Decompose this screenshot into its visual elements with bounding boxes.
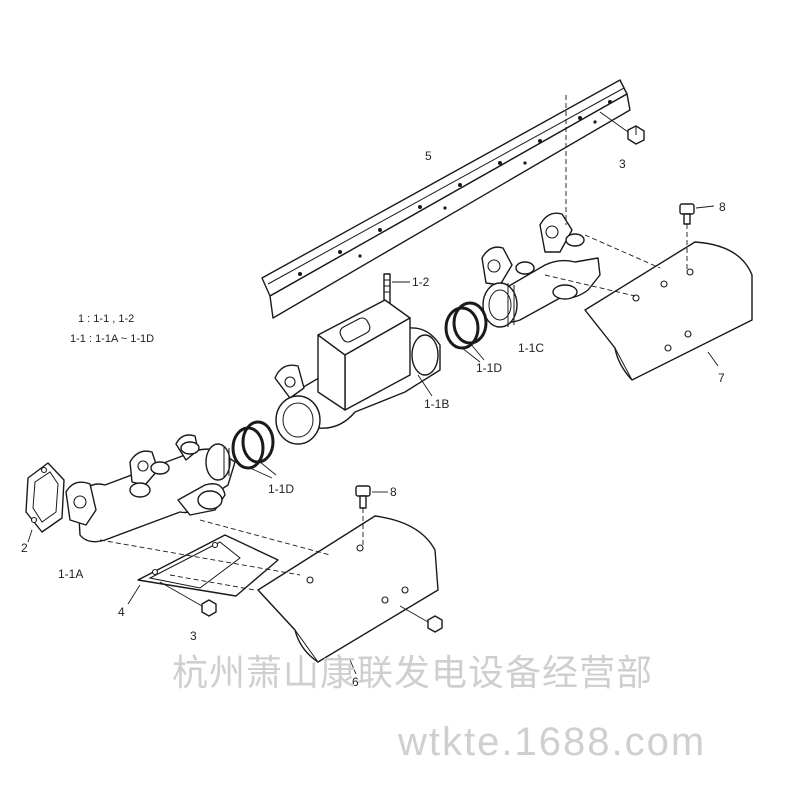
legend-line-1: 1 : 1-1 , 1-2 bbox=[78, 313, 134, 325]
gasket-part-2 bbox=[25, 462, 65, 543]
bolt-part-3-top bbox=[599, 111, 645, 145]
bolt-part-3-bottom bbox=[159, 581, 217, 617]
callout-part-1-1D-left: 1-1D bbox=[268, 482, 294, 496]
callout-part-3-bottom: 3 bbox=[190, 629, 197, 643]
callout-part-4: 4 bbox=[118, 605, 125, 619]
watermark-company: 杭州萧山康联发电设备经营部 bbox=[172, 653, 653, 694]
stud-part-1-2 bbox=[383, 273, 410, 307]
bolt-side-part-6 bbox=[399, 605, 443, 633]
bolt-part-8-top bbox=[679, 203, 715, 270]
bolt-part-8-bottom bbox=[355, 485, 388, 548]
callout-part-1-1D-right: 1-1D bbox=[476, 361, 502, 375]
callout-part-1-1A: 1-1A bbox=[58, 567, 83, 581]
seal-rings-part-1-1D-left bbox=[231, 420, 277, 479]
seal-rings-part-1-1D-right bbox=[444, 301, 488, 363]
manifold-section-part-1-1C bbox=[481, 212, 601, 328]
callout-part-8-bottom: 8 bbox=[390, 485, 397, 499]
alignment-lines bbox=[99, 95, 661, 591]
callout-part-6: 6 bbox=[352, 675, 359, 689]
legend-line-2: 1-1 : 1-1A ~ 1-1D bbox=[70, 333, 154, 345]
callout-part-8-top: 8 bbox=[719, 200, 726, 214]
heat-shield-strip-part-5 bbox=[261, 79, 631, 319]
bracket-plate-part-4 bbox=[127, 534, 279, 605]
callout-part-5: 5 bbox=[425, 149, 432, 163]
manifold-section-part-1-1A bbox=[65, 434, 236, 543]
callout-part-1-2: 1-2 bbox=[412, 275, 430, 289]
manifold-section-part-1-1B bbox=[274, 299, 441, 445]
callout-part-1-1C: 1-1C bbox=[518, 341, 544, 355]
callout-part-7: 7 bbox=[718, 371, 725, 385]
heat-shield-part-7 bbox=[584, 241, 753, 381]
callout-part-2: 2 bbox=[21, 541, 28, 555]
callout-part-3-top: 3 bbox=[619, 157, 626, 171]
callout-part-1-1B: 1-1B bbox=[424, 397, 449, 411]
watermark-url: wtkte.1688.com bbox=[397, 720, 706, 764]
heat-shield-part-6 bbox=[257, 515, 439, 675]
